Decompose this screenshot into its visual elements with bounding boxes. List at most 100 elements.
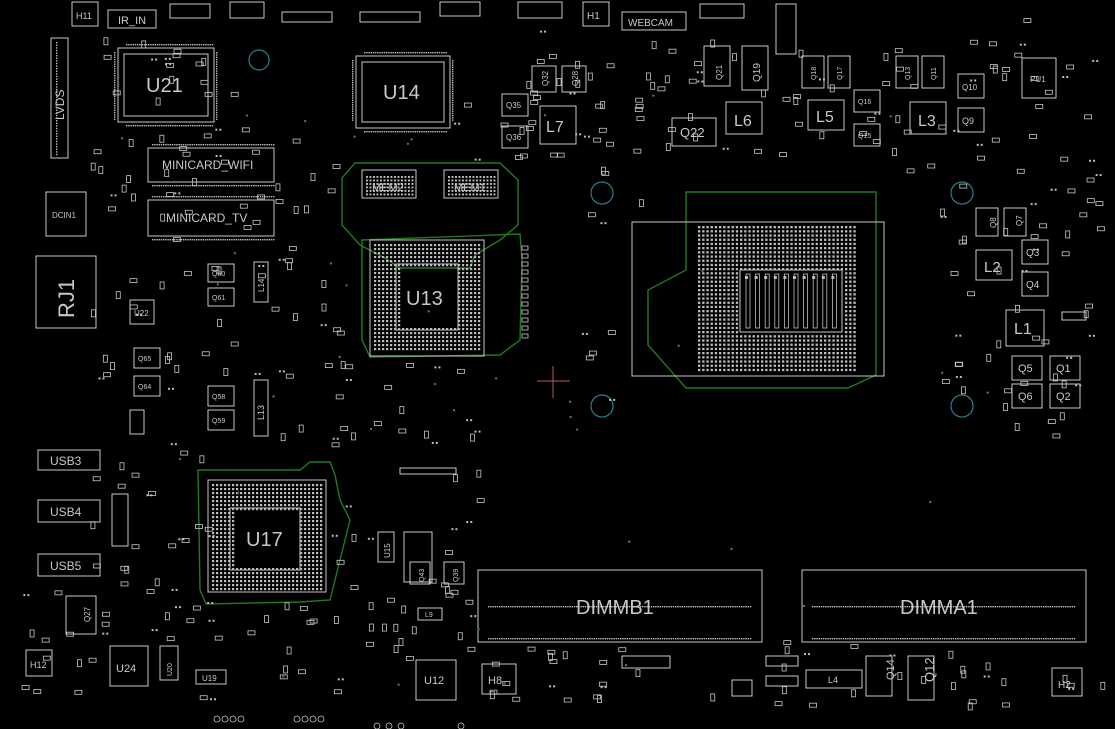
passive-component xyxy=(1100,681,1106,690)
pad xyxy=(386,260,389,263)
passive-component xyxy=(1035,104,1044,109)
pad xyxy=(316,564,319,567)
pad xyxy=(786,364,789,367)
pad xyxy=(492,638,494,640)
pad xyxy=(304,568,307,571)
pad xyxy=(56,125,58,127)
pad xyxy=(730,638,732,640)
pad xyxy=(807,255,810,258)
pad xyxy=(853,356,856,359)
pad xyxy=(819,226,823,229)
pad xyxy=(1023,43,1026,46)
pad xyxy=(815,347,818,351)
pad xyxy=(426,348,429,351)
pad xyxy=(536,638,538,640)
pad xyxy=(414,260,417,263)
pad xyxy=(220,548,223,551)
pad xyxy=(405,131,408,133)
pad xyxy=(382,320,385,323)
pad xyxy=(216,102,218,104)
passive-component xyxy=(1066,64,1074,70)
label-q6: Q6 xyxy=(1018,391,1033,403)
pad xyxy=(185,44,187,46)
pad xyxy=(253,239,255,241)
pad xyxy=(418,264,421,267)
pad xyxy=(731,347,734,351)
pad xyxy=(300,536,303,539)
pad xyxy=(224,484,227,487)
pad xyxy=(304,556,307,559)
pad xyxy=(1007,606,1010,608)
pad xyxy=(458,288,461,291)
passive-component xyxy=(192,605,201,611)
pad xyxy=(430,52,432,54)
pad xyxy=(176,185,178,187)
pad xyxy=(824,230,827,233)
pad xyxy=(209,125,211,127)
pad xyxy=(200,44,203,46)
pad xyxy=(889,654,892,657)
q21-outline xyxy=(703,45,731,87)
pad xyxy=(845,242,848,246)
pad xyxy=(404,179,407,182)
passive-component xyxy=(120,581,129,587)
pad xyxy=(831,276,835,279)
pad xyxy=(304,552,307,555)
pad xyxy=(478,340,481,343)
pad xyxy=(994,606,996,608)
pad xyxy=(378,328,381,331)
pad xyxy=(284,580,287,583)
pad xyxy=(706,284,709,288)
small-components xyxy=(21,18,1106,729)
pad xyxy=(710,339,713,342)
pad xyxy=(374,340,377,343)
pad xyxy=(930,638,933,640)
pad xyxy=(832,364,835,367)
pad xyxy=(970,606,972,608)
pad xyxy=(790,343,793,346)
pad xyxy=(205,125,207,127)
pad xyxy=(152,44,154,46)
pad xyxy=(378,260,381,263)
pad xyxy=(478,276,481,279)
pad xyxy=(224,568,227,571)
pad xyxy=(387,179,389,182)
pad xyxy=(273,239,275,241)
pad xyxy=(394,256,397,259)
pad xyxy=(176,196,178,198)
pad xyxy=(288,488,291,491)
pad xyxy=(458,348,461,351)
pad xyxy=(824,339,827,342)
passive-component xyxy=(476,498,485,503)
pad xyxy=(390,344,393,347)
pad xyxy=(714,364,718,367)
pad xyxy=(765,230,768,233)
pad xyxy=(378,272,381,275)
pad xyxy=(832,352,835,355)
pad xyxy=(714,322,718,325)
pad xyxy=(731,255,734,258)
pad xyxy=(470,260,473,263)
pad xyxy=(798,234,802,237)
pad xyxy=(702,339,705,342)
pad xyxy=(352,84,354,86)
pad xyxy=(220,492,223,495)
pad xyxy=(836,242,839,246)
pad xyxy=(686,638,688,640)
pad xyxy=(232,504,235,507)
pad xyxy=(308,556,311,559)
usb4-outline xyxy=(37,499,101,523)
pad xyxy=(714,305,718,309)
pad xyxy=(237,239,240,241)
pad xyxy=(452,73,454,75)
pad xyxy=(176,44,178,46)
pad xyxy=(378,332,381,335)
pad xyxy=(1049,606,1051,608)
passive-component xyxy=(960,386,966,395)
pad xyxy=(723,251,726,254)
pad xyxy=(171,588,174,591)
pad xyxy=(710,343,713,346)
pad xyxy=(744,360,747,363)
pad xyxy=(232,540,235,543)
pad xyxy=(507,606,510,608)
